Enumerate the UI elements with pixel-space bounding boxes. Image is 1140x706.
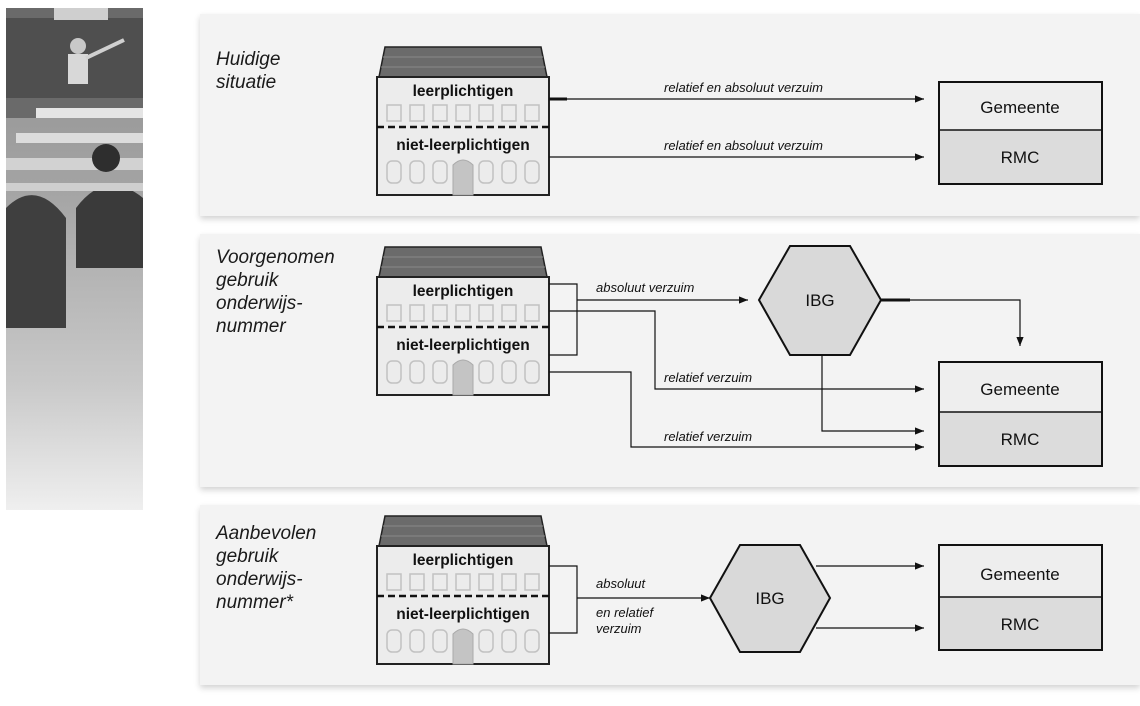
building-bottom-label: niet-leerplichtigen bbox=[396, 606, 530, 623]
gemeente-rmc-box: Gemeente RMC bbox=[938, 361, 1103, 467]
label-huidige-situatie: Huidige situatie bbox=[216, 49, 281, 93]
school-building: leerplichtigen niet-leerplichtigen bbox=[376, 46, 550, 196]
label-voorgenomen-gebruik: Voorgenomen gebruik onderwijs- nummer bbox=[216, 247, 335, 337]
rmc-label: RMC bbox=[1001, 148, 1040, 167]
photo-tab bbox=[54, 8, 108, 20]
flow-label-p3-line2: en relatief bbox=[596, 605, 654, 620]
building-top-label: leerplichtigen bbox=[413, 83, 514, 100]
gemeente-label: Gemeente bbox=[980, 565, 1059, 584]
ibg-hexagon: IBG bbox=[708, 544, 832, 653]
flow-label-p3-line3: verzuim bbox=[596, 621, 642, 636]
school-building: leerplichtigen niet-leerplichtigen bbox=[376, 246, 550, 396]
building-top-label: leerplichtigen bbox=[413, 283, 514, 300]
flow-label-p2-relatief-2: relatief verzuim bbox=[664, 429, 752, 444]
flow-label-p1-top: relatief en absoluut verzuim bbox=[664, 80, 823, 95]
flow-label-p2-absoluut: absoluut verzuim bbox=[596, 280, 694, 295]
school-building: leerplichtigen niet-leerplichtigen bbox=[376, 515, 550, 665]
label-aanbevolen-gebruik: Aanbevolen gebruik onderwijs- nummer* bbox=[216, 523, 317, 613]
rmc-label: RMC bbox=[1001, 430, 1040, 449]
ibg-label: IBG bbox=[805, 291, 834, 310]
building-bottom-label: niet-leerplichtigen bbox=[396, 137, 530, 154]
gemeente-label: Gemeente bbox=[980, 98, 1059, 117]
rmc-label: RMC bbox=[1001, 615, 1040, 634]
building-bottom-label: niet-leerplichtigen bbox=[396, 337, 530, 354]
classroom-photo bbox=[6, 8, 143, 510]
flow-arrows-panel-1 bbox=[549, 95, 924, 161]
ibg-hexagon: IBG bbox=[757, 245, 883, 356]
gemeente-rmc-box: Gemeente RMC bbox=[938, 544, 1103, 651]
building-top-label: leerplichtigen bbox=[413, 552, 514, 569]
gemeente-label: Gemeente bbox=[980, 380, 1059, 399]
flow-label-p2-relatief-1: relatief verzuim bbox=[664, 370, 752, 385]
flow-label-p3-line1: absoluut bbox=[596, 576, 647, 591]
flow-arrows-panel-3 bbox=[549, 562, 924, 634]
flow-label-p1-bottom: relatief en absoluut verzuim bbox=[664, 138, 823, 153]
ibg-label: IBG bbox=[755, 589, 784, 608]
flow-arrows-panel-2 bbox=[549, 283, 1024, 451]
classroom-photo-graphic bbox=[6, 8, 143, 328]
gemeente-rmc-box: Gemeente RMC bbox=[938, 81, 1103, 185]
